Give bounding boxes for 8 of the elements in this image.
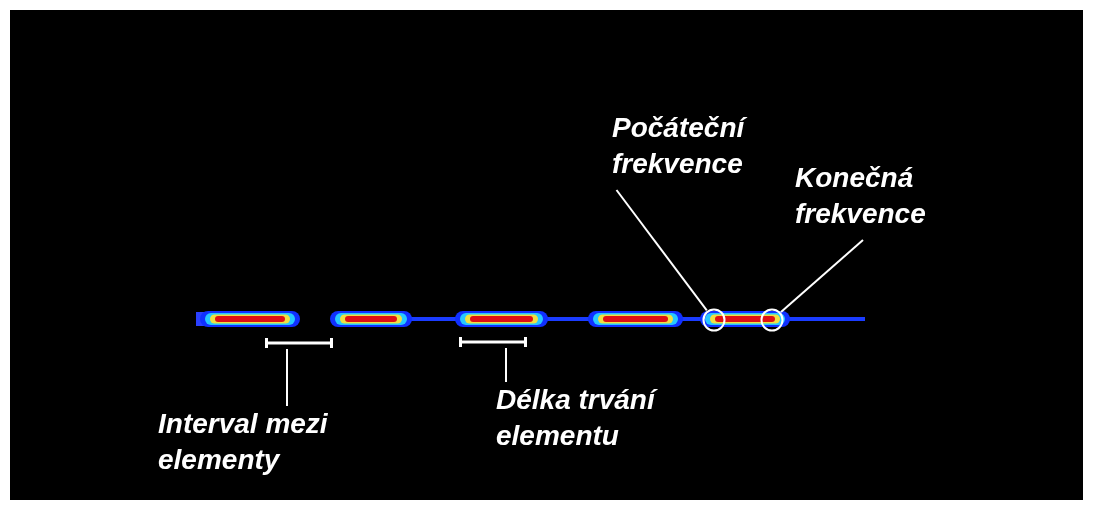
leader-line [780,239,864,314]
leader-line [615,189,708,312]
annotation-label: Interval mezi elementy [158,407,329,477]
leader-line [286,348,288,407]
annotation-label: Délka trvání elementu [496,382,696,454]
annotation-label: Počáteční frekvence [612,111,748,181]
annotation-label: Konečná frekvence [795,161,927,231]
leader-line [505,347,507,383]
